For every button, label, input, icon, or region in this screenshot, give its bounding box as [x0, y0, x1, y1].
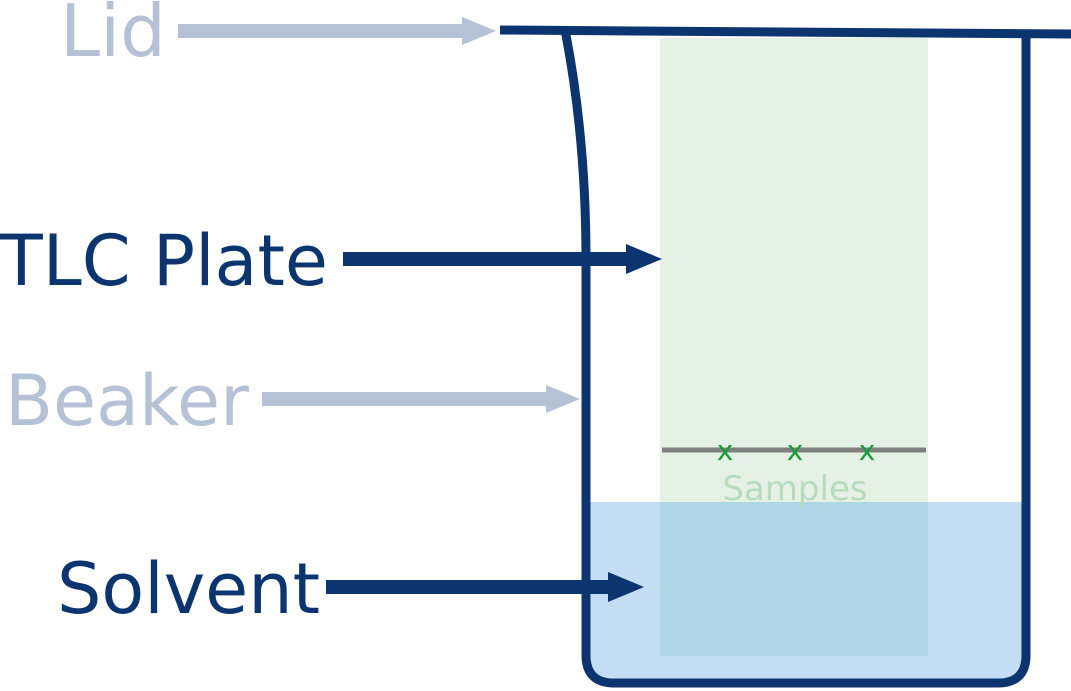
sample-mark-2: x	[787, 434, 804, 467]
samples-label: Samples	[722, 469, 867, 509]
sample-mark-1: x	[717, 434, 734, 467]
beaker-outline	[561, 30, 1031, 688]
solvent-arrow	[326, 572, 644, 602]
sample-mark-3: x	[859, 434, 876, 467]
lid-label: Lid	[60, 0, 166, 73]
tlc-plate-label: TLC Plate	[0, 220, 328, 302]
beaker-label: Beaker	[5, 360, 249, 442]
lid-arrow	[178, 17, 496, 45]
solvent-label: Solvent	[57, 548, 320, 630]
beaker-lid	[499, 25, 1071, 39]
plate-solvent-overlap	[660, 502, 928, 656]
tlc-plate-arrow	[343, 244, 662, 274]
beaker-arrow	[262, 385, 580, 413]
